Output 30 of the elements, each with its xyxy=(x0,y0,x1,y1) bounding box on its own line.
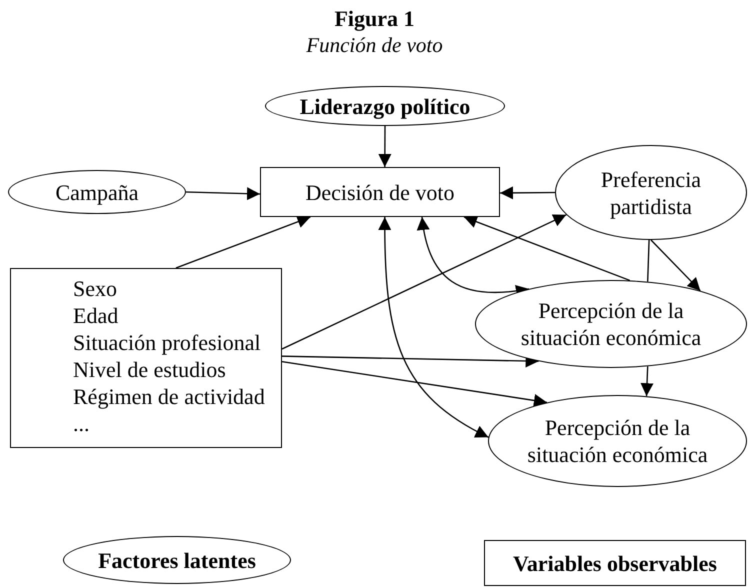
variable-name: Situación profesional xyxy=(73,329,261,356)
node-label: Variables observables xyxy=(512,550,718,576)
rectangle-node xyxy=(484,540,746,586)
variable-name: Edad xyxy=(73,302,118,329)
rectangle-node xyxy=(260,167,500,217)
arrow xyxy=(282,214,567,350)
arrow xyxy=(464,216,630,282)
arrow xyxy=(378,126,392,167)
node-label: Factores latentes xyxy=(97,546,257,574)
variable-name: Sexo xyxy=(73,275,117,302)
arrow xyxy=(650,240,701,292)
node-label: Liderazgo político xyxy=(298,92,472,120)
arrow xyxy=(378,217,489,438)
arrow xyxy=(176,216,311,269)
node-label: Percepción de la situación económica xyxy=(520,297,702,351)
figure-title: Figura 1 xyxy=(334,5,415,33)
node-label: Preferencia partidista xyxy=(600,166,702,220)
arrow xyxy=(640,366,654,396)
arrow xyxy=(500,186,555,200)
node-label: Percepción de la situación económica xyxy=(526,414,709,468)
node-label: Campaña xyxy=(54,178,140,206)
variable-name: Régimen de actividad xyxy=(73,383,265,410)
figure-subtitle: Función de voto xyxy=(306,32,443,59)
node-label: Decisión de voto xyxy=(304,178,456,206)
arrow xyxy=(186,187,260,200)
arrow xyxy=(282,360,548,407)
arrow xyxy=(282,354,539,368)
variable-name: ... xyxy=(73,410,90,437)
variable-list-box xyxy=(10,268,282,448)
variable-name: Nivel de estudios xyxy=(73,356,226,383)
